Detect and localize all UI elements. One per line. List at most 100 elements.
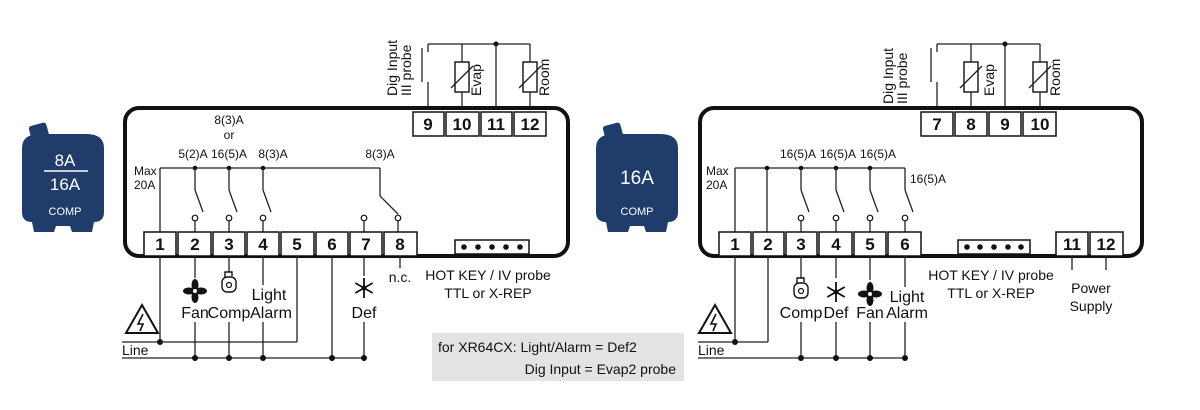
left-terminal-5: 5 <box>292 235 301 254</box>
right-fan-icon <box>858 282 882 306</box>
right-warning-icon <box>698 304 732 334</box>
left-probe3-label: III probe <box>398 44 414 96</box>
left-rating-2: 5(2)A <box>178 147 207 161</box>
right-load-alarm: Alarm <box>886 305 928 322</box>
right-relay-wiring <box>734 165 914 232</box>
left-dig-input-label: Dig Input <box>384 40 400 96</box>
right-load-def: Def <box>824 305 849 322</box>
right-terminal-3: 3 <box>796 235 805 254</box>
left-badge-caption: COMP <box>49 206 82 218</box>
left-load-fan: Fan <box>181 305 209 322</box>
right-terminal-9-top: 9 <box>1000 115 1009 134</box>
left-terminal-2: 2 <box>190 235 199 254</box>
left-terminal-10: 10 <box>453 115 472 134</box>
left-rating-4: 8(3)A <box>258 147 287 161</box>
left-top-terminal-block: 9 10 11 12 <box>412 111 547 137</box>
compressor-icon <box>22 122 104 232</box>
right-rating-3: 16(5)A <box>780 147 816 161</box>
left-terminal-11: 11 <box>487 115 505 134</box>
right-hotkey-line2: TTL or X-REP <box>947 285 1034 301</box>
left-badge-top: 8A <box>55 151 76 170</box>
right-diagram: 16A COMP Dig Input III probe Evap Room <box>596 41 1144 361</box>
right-max-label: Max <box>706 164 729 178</box>
right-hotkey-line1: HOT KEY / IV probe <box>928 267 1054 283</box>
right-terminal-10-top: 10 <box>1031 115 1050 134</box>
right-badge-top: 16A <box>620 168 654 189</box>
left-load-comp: Comp <box>208 305 251 322</box>
left-terminal-7: 7 <box>361 235 370 254</box>
right-power-line1: Power <box>1071 280 1111 296</box>
right-terminal-2: 2 <box>763 235 772 254</box>
right-top-terminal-block: 7 8 9 10 <box>920 111 1057 137</box>
right-hotkey-connector <box>957 239 1031 255</box>
left-hotkey-line1: HOT KEY / IV probe <box>425 267 551 283</box>
right-def-icon <box>826 281 846 303</box>
left-load-nc: n.c. <box>389 269 412 285</box>
right-badge-caption: COMP <box>621 206 654 218</box>
left-terminal-1: 1 <box>155 235 164 254</box>
right-power-line2: Supply <box>1070 298 1113 314</box>
left-terminal-9: 9 <box>423 115 432 134</box>
left-max-value: 20A <box>134 178 155 192</box>
right-rating-4: 16(5)A <box>820 147 856 161</box>
left-badge-bottom: 16A <box>50 175 81 194</box>
left-terminal-3: 3 <box>224 235 233 254</box>
left-load-light: Light <box>252 287 287 304</box>
right-terminal-4: 4 <box>831 235 841 254</box>
left-room-label: Room <box>536 59 552 96</box>
right-rating-6: 16(5)A <box>910 172 946 186</box>
left-diagram: 8A 16A COMP Dig Input III probe Evap Roo… <box>22 40 570 361</box>
right-line-label: Line <box>698 342 725 358</box>
right-terminal-8-top: 8 <box>966 115 975 134</box>
right-terminal-7-top: 7 <box>932 115 941 134</box>
left-fan-icon <box>183 279 207 303</box>
left-relay-wiring <box>159 165 402 232</box>
left-max-label: Max <box>134 164 157 178</box>
right-terminal-12: 12 <box>1097 235 1116 254</box>
left-rating-3-or: or <box>224 128 235 142</box>
note-line1: for XR64CX: Light/Alarm = Def2 <box>438 339 637 355</box>
left-terminal-12: 12 <box>521 115 540 134</box>
left-def-icon <box>354 277 374 299</box>
left-hotkey-line2: TTL or X-REP <box>444 285 531 301</box>
right-rating-5: 16(5)A <box>860 147 896 161</box>
left-bottom-terminal-block: 1 2 3 4 5 6 7 8 <box>143 231 418 257</box>
left-load-alarm: Alarm <box>250 305 292 322</box>
right-terminal-11: 11 <box>1063 235 1081 254</box>
right-bottom-terminal-block: 1 2 3 4 5 6 <box>718 231 922 257</box>
right-comp-badge: 16A COMP <box>596 122 678 232</box>
left-terminal-6: 6 <box>327 235 336 254</box>
right-room-label: Room <box>1047 59 1063 96</box>
note-box: for XR64CX: Light/Alarm = Def2 Dig Input… <box>432 333 684 381</box>
left-probe-wiring <box>421 41 542 112</box>
left-terminal-4: 4 <box>258 235 268 254</box>
left-comp-icon <box>221 271 237 293</box>
right-load-light: Light <box>890 289 925 306</box>
right-evap-label: Evap <box>981 64 997 96</box>
left-load-def: Def <box>352 305 377 322</box>
right-probe3-label: III probe <box>894 52 910 104</box>
left-comp-badge: 8A 16A COMP <box>22 122 104 232</box>
right-external-wiring <box>698 256 908 361</box>
left-rating-3-line1: 8(3)A <box>214 113 243 127</box>
left-hotkey-connector <box>454 239 530 255</box>
left-evap-label: Evap <box>468 64 484 96</box>
left-warning-icon <box>125 304 159 334</box>
right-load-comp: Comp <box>780 305 823 322</box>
right-terminal-1: 1 <box>730 235 739 254</box>
right-dig-input-label: Dig Input <box>880 48 896 104</box>
right-terminal-5: 5 <box>865 235 874 254</box>
compressor-icon <box>596 122 678 232</box>
left-rating-78: 8(3)A <box>365 147 394 161</box>
left-external-wiring <box>122 256 401 361</box>
left-terminal-8: 8 <box>395 235 404 254</box>
note-line2: Dig Input = Evap2 probe <box>525 361 677 377</box>
left-line-label: Line <box>122 342 149 358</box>
right-terminal-6: 6 <box>900 235 909 254</box>
left-rating-3-line2: 16(5)A <box>211 147 247 161</box>
right-load-fan: Fan <box>856 305 884 322</box>
right-max-value: 20A <box>706 178 727 192</box>
right-comp-icon <box>793 277 809 299</box>
right-supply-terminal-block: 11 12 <box>1055 231 1124 257</box>
